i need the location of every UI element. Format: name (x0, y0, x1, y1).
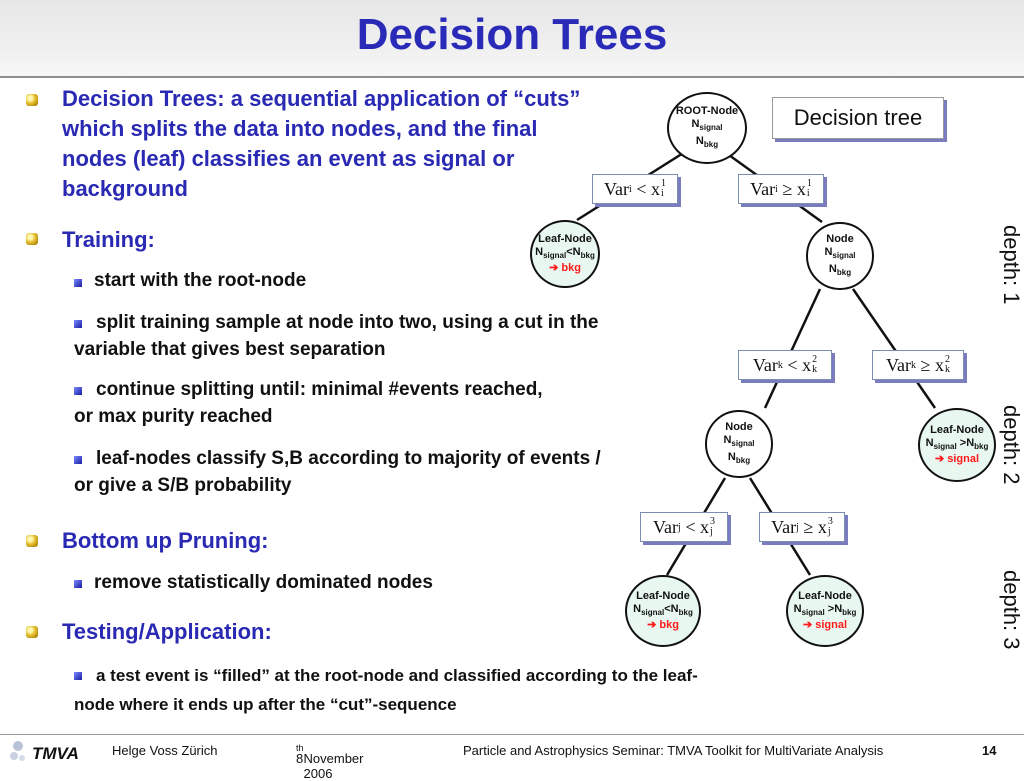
edge (763, 288, 822, 409)
training-item-2: split training sample at node into two, … (74, 312, 599, 360)
arrow-right-icon: ➔ (647, 619, 657, 632)
title-bar (0, 0, 1024, 78)
leaf-node-bkg-depth1: Leaf-Node Nsignal<Nbkg ➔ bkg (530, 220, 600, 288)
arrow-right-icon: ➔ (802, 619, 813, 632)
root-node-title: ROOT-Node (675, 105, 739, 118)
arrow-right-icon: ➔ (934, 453, 945, 466)
bullet-training: Training: (62, 227, 155, 252)
depth-label-3: depth: 3 (999, 570, 1024, 650)
sub-bullet-icon (74, 456, 82, 464)
bullet-icon (26, 626, 38, 638)
slide-title: Decision Trees (356, 10, 668, 59)
testing-item-1: a test event is “filled” at the root-nod… (74, 666, 698, 714)
svg-text:TMVA: TMVA (32, 744, 79, 763)
training-item-4: leaf-nodes classify S,B according to maj… (74, 448, 601, 496)
leaf-node-bkg-depth3: Leaf-Node Nsignal<Nbkg ➔ bkg (625, 575, 701, 647)
sub-bullet-icon (74, 320, 82, 328)
root-node-nsignal: Nsignal (691, 118, 723, 133)
arrow-right-icon: ➔ (549, 262, 559, 275)
bullet-icon (26, 535, 38, 547)
leaf-node-signal-depth3: Leaf-Node Nsignal >Nbkg ➔ signal (786, 575, 864, 647)
depth-label-2: depth: 2 (999, 405, 1024, 485)
root-node-nbkg: Nbkg (695, 134, 719, 149)
decision-tree-label: Decision tree (772, 97, 944, 139)
root-node: ROOT-Node Nsignal Nbkg (667, 92, 747, 164)
leaf-node-signal-depth2: Leaf-Node Nsignal >Nbkg ➔ signal (918, 408, 996, 482)
training-item-1: start with the root-node (94, 270, 307, 291)
sub-bullet-icon (74, 387, 82, 395)
sub-bullet-icon (74, 580, 82, 588)
footer-author: Helge Voss Zürich (112, 743, 218, 758)
bullet-decision-trees: Decision Trees: a sequential application… (62, 86, 581, 201)
footer-seminar: Particle and Astrophysics Seminar: TMVA … (463, 743, 884, 758)
training-item-3: continue splitting until: minimal #event… (74, 379, 543, 427)
sub-bullet-icon (74, 279, 82, 287)
bullet-icon (26, 233, 38, 245)
bullet-icon (26, 94, 38, 106)
bullet-testing: Testing/Application: (62, 619, 272, 644)
edge (851, 288, 937, 409)
sub-bullet-icon (74, 672, 82, 680)
depth-label-1: depth: 1 (999, 225, 1024, 305)
node-depth1: Node Nsignal Nbkg (806, 222, 874, 290)
page-number: 14 (982, 743, 997, 758)
bullet-pruning: Bottom up Pruning: (62, 528, 269, 553)
node-depth2: Node Nsignal Nbkg (705, 410, 773, 478)
pruning-item-1: remove statistically dominated nodes (94, 572, 433, 593)
tmva-logo: TMVA (10, 741, 79, 763)
